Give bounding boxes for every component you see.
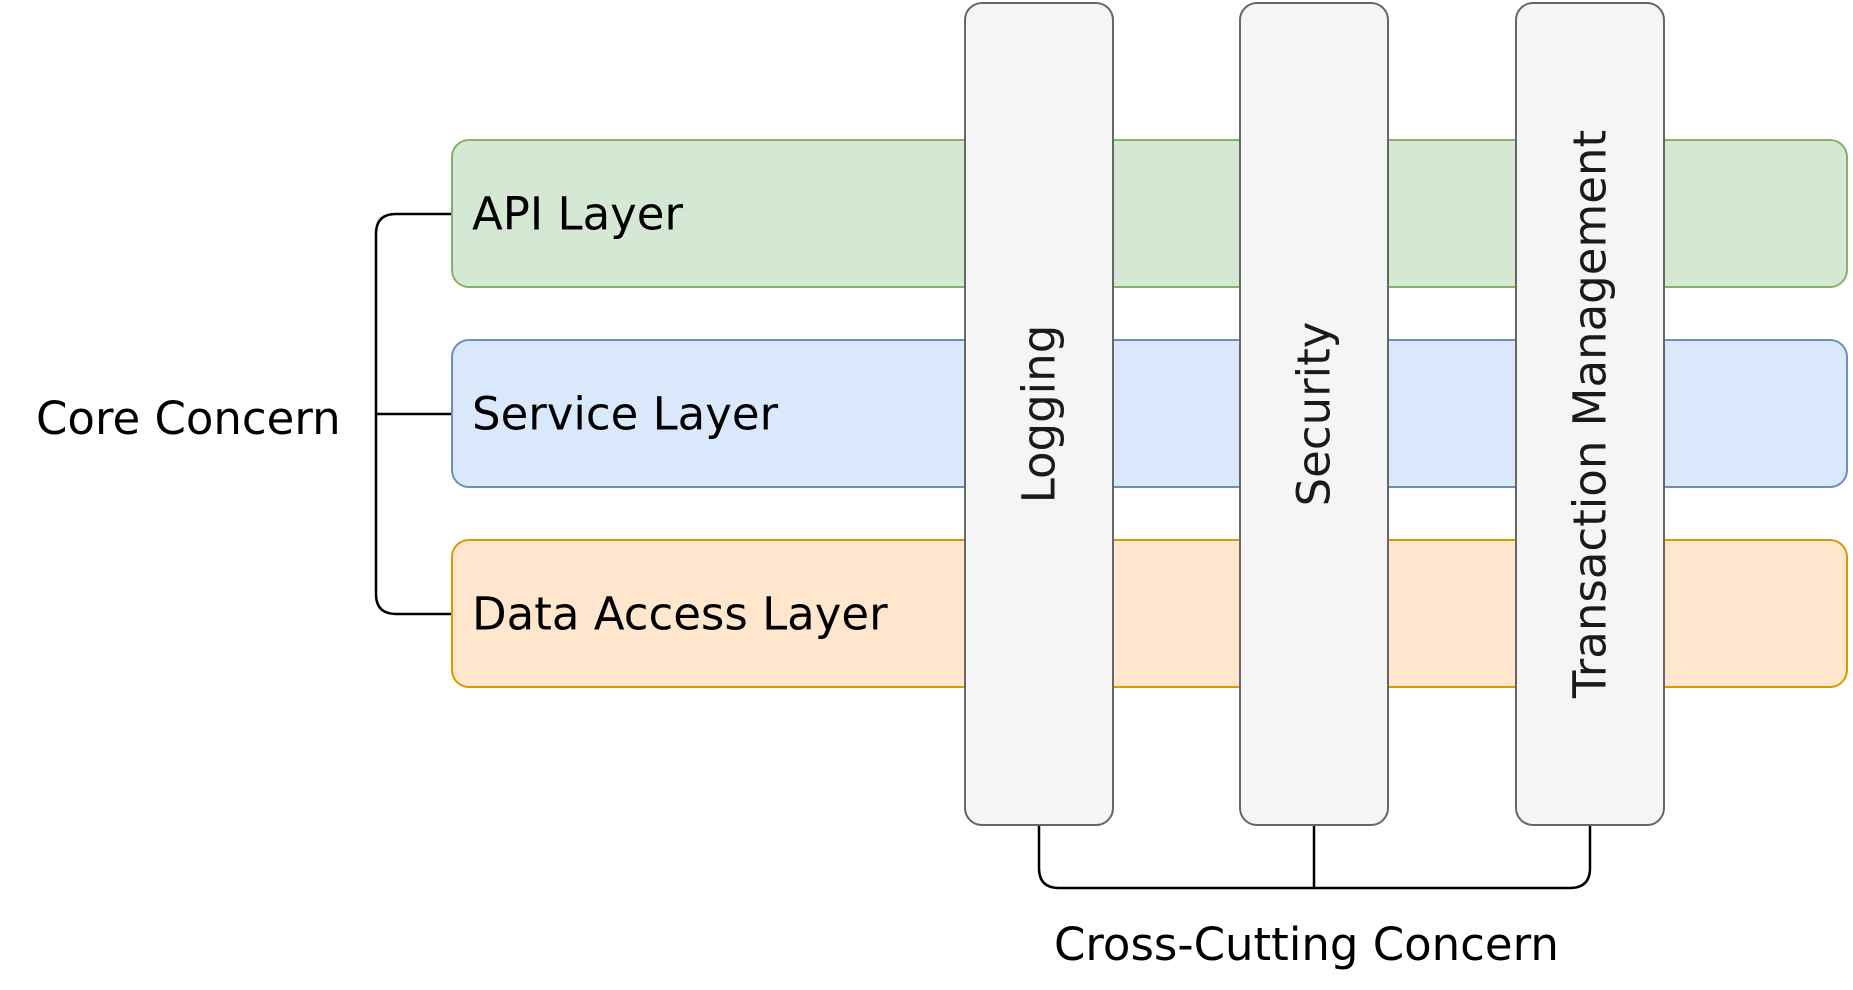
logging-concern: Logging	[964, 2, 1114, 826]
service-layer-label: Service Layer	[472, 387, 779, 440]
security-concern: Security	[1239, 2, 1389, 826]
api-layer-label: API Layer	[472, 187, 683, 240]
core-concern-label: Core Concern	[36, 392, 341, 445]
transaction-management-concern: Transaction Management	[1515, 2, 1665, 826]
cross-cutting-concern-label: Cross-Cutting Concern	[1054, 918, 1559, 971]
data-access-layer-label: Data Access Layer	[472, 587, 888, 640]
